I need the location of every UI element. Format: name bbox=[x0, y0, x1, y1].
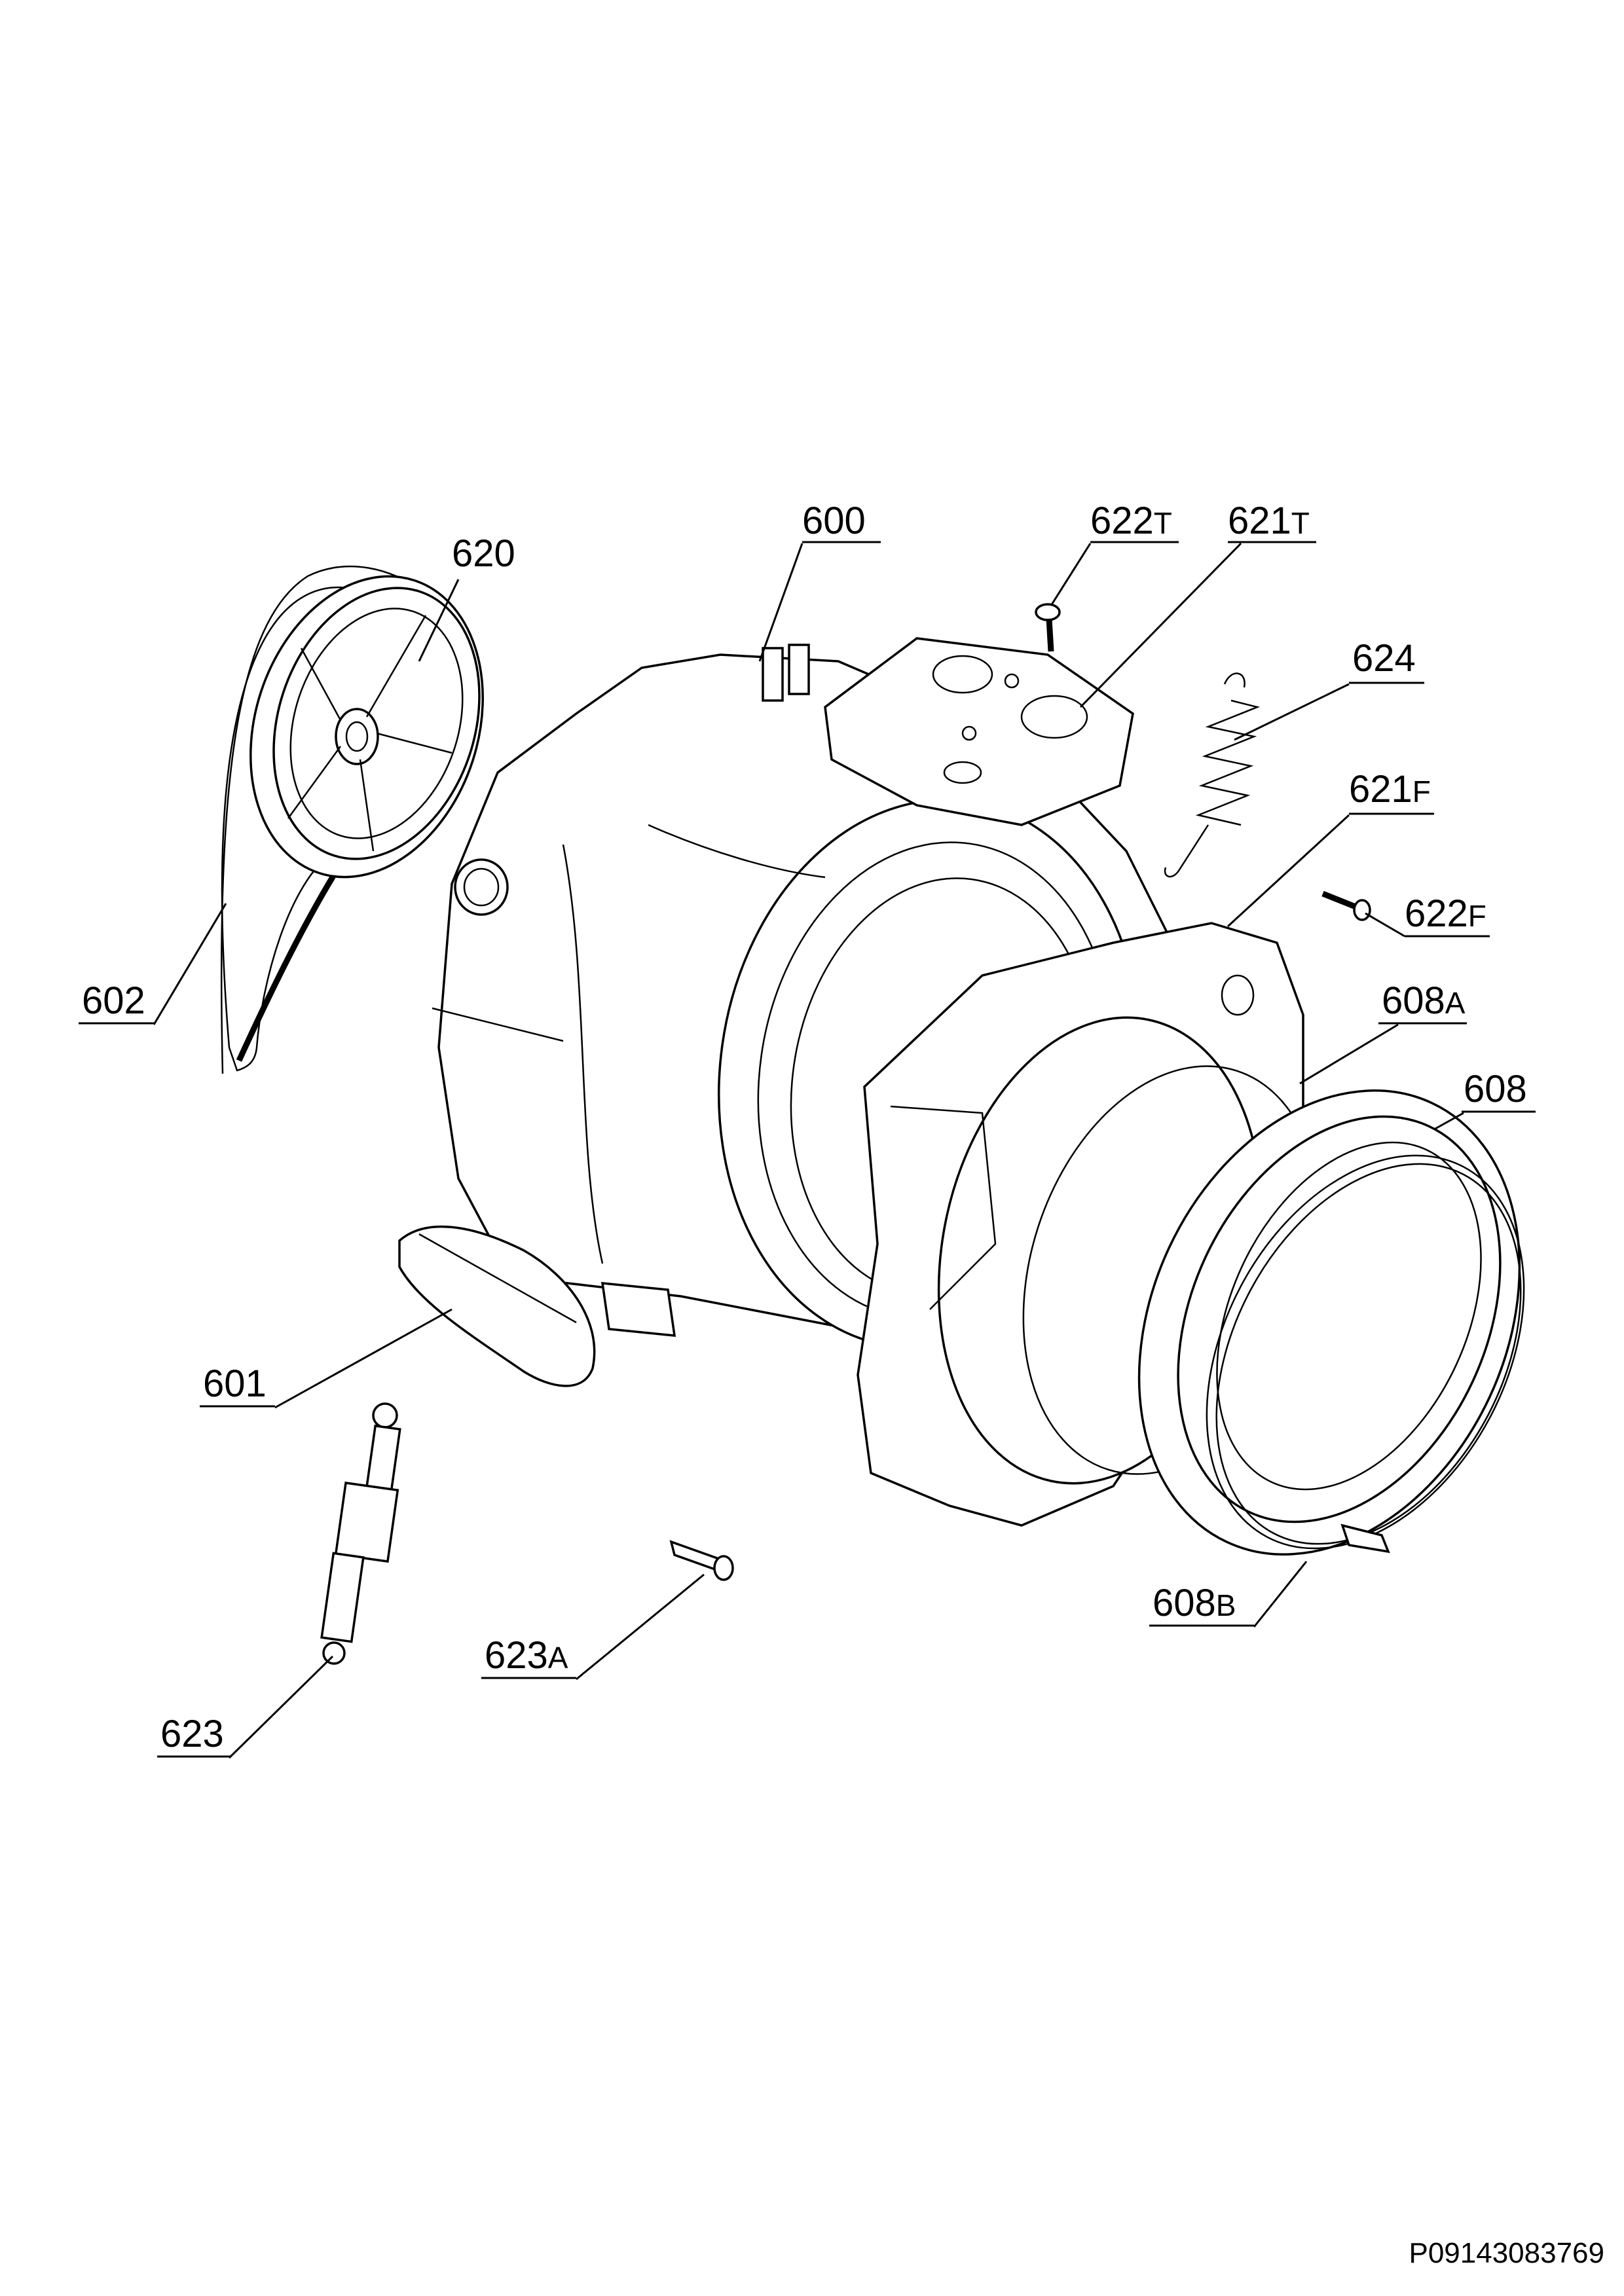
leader-623A bbox=[576, 1573, 705, 1681]
leader-620 bbox=[418, 579, 460, 662]
part-622T-screw bbox=[1035, 603, 1061, 652]
callout-622T: 622T bbox=[1090, 500, 1179, 543]
leader-621T bbox=[1079, 542, 1242, 708]
callout-623: 623 bbox=[157, 1713, 231, 1758]
callout-620: 620 bbox=[452, 532, 515, 575]
leader-608 bbox=[1433, 1112, 1464, 1131]
part-602-belt bbox=[220, 565, 420, 1074]
leader-622T bbox=[1050, 543, 1092, 606]
part-623-shock-absorber bbox=[320, 1402, 401, 1665]
leader-622F bbox=[1365, 912, 1405, 938]
leader-621F bbox=[1227, 814, 1350, 928]
part-621T-top-counterweight bbox=[824, 637, 1134, 826]
part-601-drum-paddle bbox=[398, 1225, 596, 1387]
leader-601 bbox=[274, 1308, 452, 1409]
svg-text:623A: 623A bbox=[485, 1634, 568, 1677]
leader-lines bbox=[153, 542, 1464, 1759]
svg-text:602: 602 bbox=[82, 979, 145, 1022]
callout-608: 608 bbox=[1462, 1068, 1536, 1113]
svg-text:608A: 608A bbox=[1382, 979, 1466, 1022]
svg-text:608B: 608B bbox=[1153, 1582, 1236, 1624]
callout-601: 601 bbox=[200, 1362, 275, 1408]
svg-text:623: 623 bbox=[160, 1713, 224, 1755]
leader-624 bbox=[1234, 683, 1350, 741]
svg-text:622T: 622T bbox=[1090, 500, 1172, 542]
svg-text:608: 608 bbox=[1464, 1068, 1527, 1110]
svg-text:621F: 621F bbox=[1349, 768, 1431, 811]
document-code: P09143083769 bbox=[1409, 2237, 1604, 2269]
leader-623 bbox=[228, 1655, 334, 1759]
callout-621F: 621F bbox=[1349, 768, 1434, 815]
callout-622F: 622F bbox=[1405, 892, 1490, 938]
callout-608B: 608B bbox=[1149, 1582, 1254, 1627]
svg-text:621T: 621T bbox=[1228, 500, 1310, 542]
svg-text:622F: 622F bbox=[1405, 892, 1486, 935]
svg-text:600: 600 bbox=[802, 500, 866, 542]
callout-602: 602 bbox=[79, 979, 155, 1025]
callout-600: 600 bbox=[802, 500, 881, 543]
callout-621T: 621T bbox=[1228, 500, 1316, 543]
part-608B-clamp-band bbox=[1206, 1154, 1525, 1554]
part-623A-pin bbox=[669, 1540, 734, 1581]
part-624-spring bbox=[1164, 672, 1261, 878]
svg-text:620: 620 bbox=[452, 532, 515, 575]
leader-608B bbox=[1253, 1561, 1308, 1628]
part-608-door-gasket bbox=[1137, 1089, 1521, 1556]
leader-608A bbox=[1299, 1023, 1399, 1085]
callout-623A: 623A bbox=[481, 1634, 576, 1679]
part-622F-screw bbox=[1321, 890, 1371, 921]
svg-text:601: 601 bbox=[203, 1362, 267, 1405]
svg-text:624: 624 bbox=[1352, 637, 1416, 680]
leader-600 bbox=[758, 543, 803, 662]
callout-624: 624 bbox=[1349, 637, 1424, 684]
callout-608A: 608A bbox=[1378, 979, 1467, 1025]
leader-602 bbox=[153, 903, 227, 1025]
